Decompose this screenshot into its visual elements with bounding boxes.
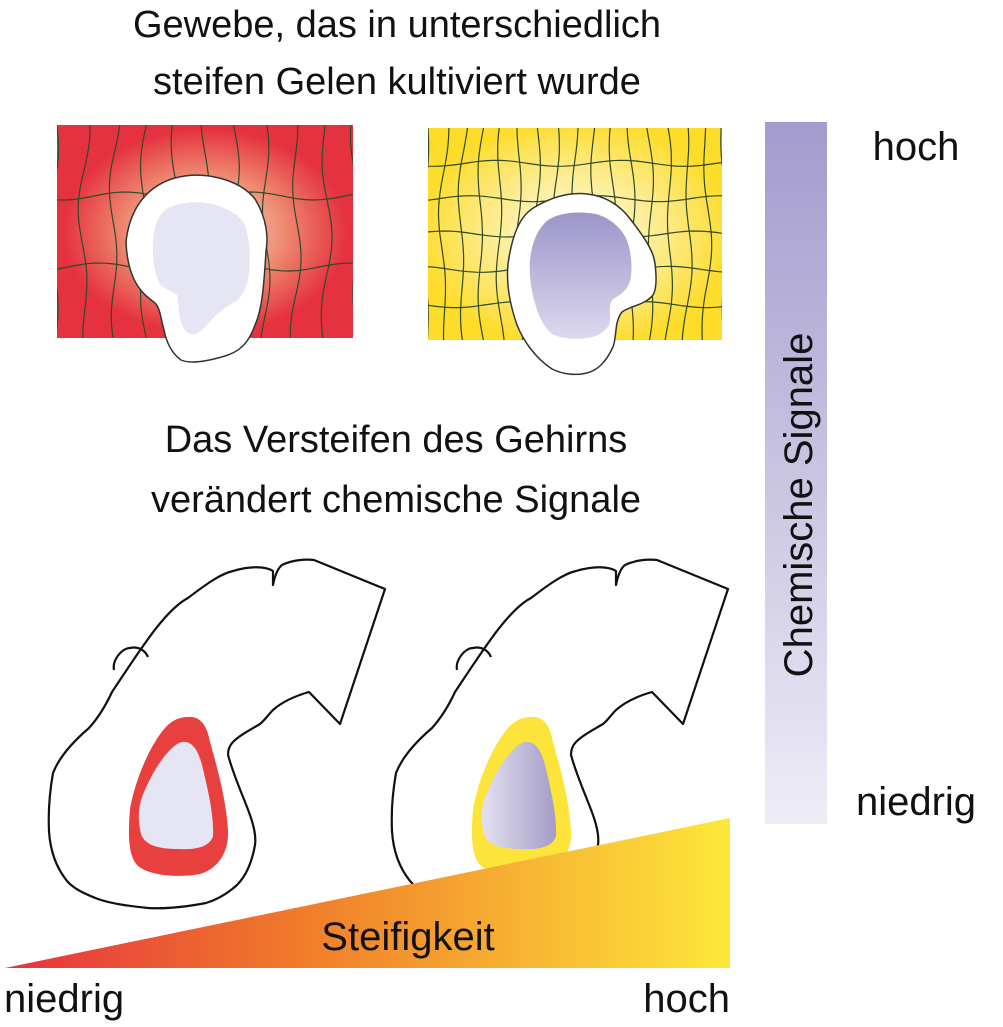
mesh-line [664, 128, 674, 340]
stiffness-high-label: hoch [643, 977, 730, 1021]
top-title-line1: Gewebe, das in unterschiedlich [133, 4, 661, 46]
mesh-line [720, 128, 722, 323]
mid-title-line2: verändert chemische Signale [151, 479, 641, 521]
signal-high-label: hoch [873, 125, 960, 169]
brain-stiff [390, 558, 730, 910]
mesh-line [477, 128, 485, 340]
stiffness-wedge [5, 818, 730, 968]
stiff-gel-panel [428, 128, 722, 376]
tissue-core-soft [152, 202, 250, 335]
brain-outline [390, 558, 730, 910]
mesh-line [77, 125, 91, 338]
signal-label: Chemische Signale [777, 333, 821, 678]
mesh-line [320, 125, 333, 338]
soft-gel-panel [57, 125, 353, 363]
stiffness-label: Steifigkeit [321, 915, 494, 959]
signal-bar [765, 122, 827, 824]
mesh-line [57, 125, 60, 334]
brain-bump [112, 646, 150, 671]
top-title-line2: steifen Gelen kultiviert wurde [153, 61, 641, 103]
mesh-line [428, 159, 722, 167]
signal-low-label: niedrig [856, 780, 976, 824]
stiffness-low-label: niedrig [4, 977, 124, 1021]
mesh-line [349, 125, 353, 310]
brain-soft [47, 558, 387, 910]
tissue-core-stiff [529, 212, 632, 339]
mesh-line [495, 128, 505, 340]
core-lavender [138, 741, 214, 850]
mesh-line [289, 125, 302, 338]
mid-title-line1: Das Versteifen des Gehirns [165, 419, 628, 461]
brain-bump [455, 646, 493, 671]
mesh-line [646, 128, 654, 340]
mesh-line [108, 125, 121, 338]
mesh-line [428, 128, 430, 340]
core-purple [481, 741, 557, 850]
brain-outline [47, 558, 387, 910]
